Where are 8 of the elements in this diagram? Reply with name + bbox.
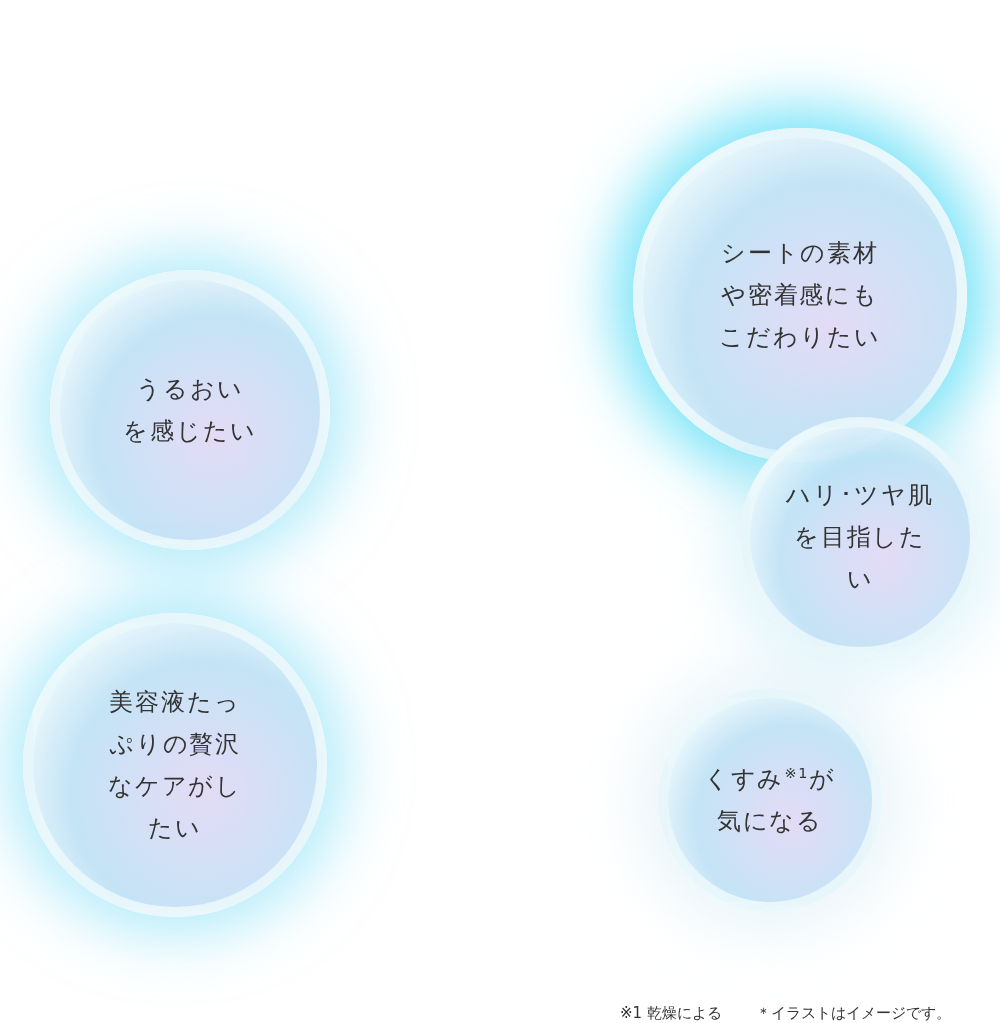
bubble-text: くすみ$^{※1}$が気になる: [702, 764, 838, 837]
bubble-text: 美容液たっぷりの贅沢なケアがしたい: [106, 687, 244, 844]
footnote: ＊イラストはイメージです。: [756, 1004, 951, 1023]
bubble-text: シートの素材や密着感にもこだわりたい: [718, 238, 882, 353]
footnote: ※1 乾燥による: [620, 1004, 722, 1023]
circle-bubble: [633, 128, 967, 462]
bubble-text: うるおいを感じたい: [122, 374, 258, 447]
bubble-text: ハリ･ツヤ肌を目指したい: [785, 480, 935, 595]
